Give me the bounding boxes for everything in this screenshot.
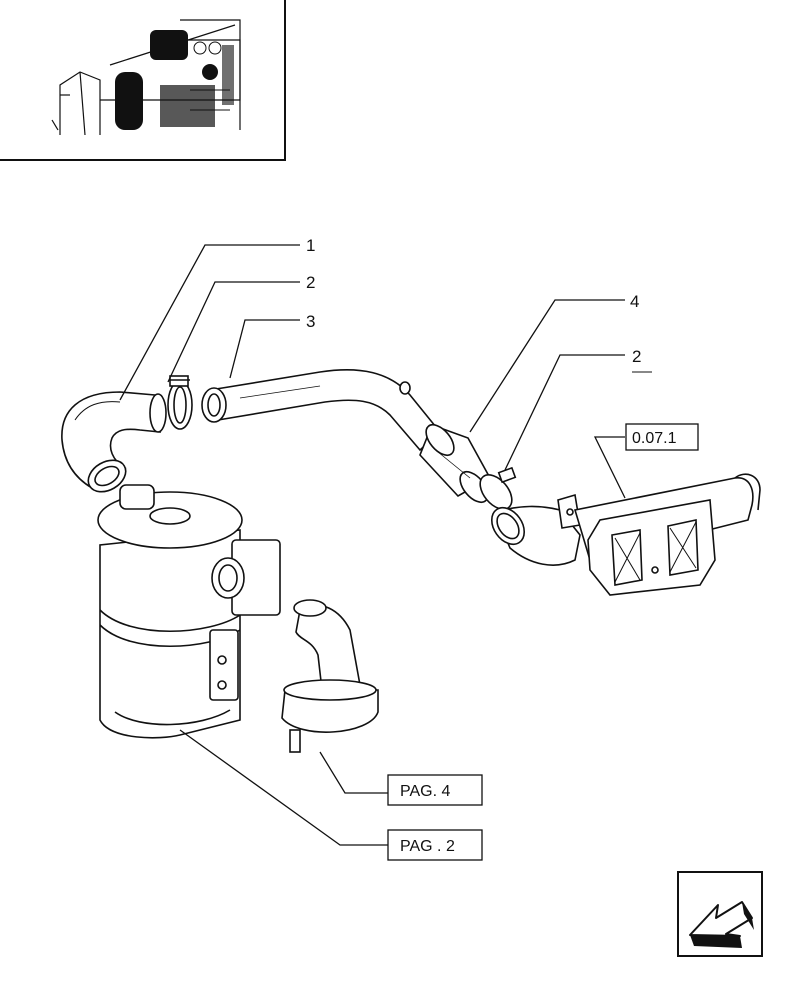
callout-1: 1 [306, 236, 315, 255]
page-4-ref-box[interactable]: PAG. 4 [387, 774, 483, 806]
air-filter-canister [97, 484, 281, 739]
intake-elbow-hose [61, 391, 167, 493]
manifold-elbow-pipe [490, 493, 581, 566]
intake-tube [201, 369, 442, 452]
connector-hose [419, 423, 492, 504]
hose-clamp-right [479, 466, 517, 510]
page-4-ref-label: PAG. 4 [400, 783, 450, 800]
pre-cleaner [281, 599, 379, 753]
back-arrow-icon [689, 901, 754, 948]
back-button[interactable] [677, 871, 763, 957]
page-2-ref-box[interactable]: PAG . 2 [387, 829, 483, 861]
callout-2-left: 2 [306, 273, 315, 292]
callout-4: 4 [630, 292, 639, 311]
manifold-ref-label: 0.07.1 [632, 430, 677, 447]
engine-thumbnail [0, 0, 286, 161]
leader-lines [119, 244, 652, 846]
manifold-ref-box[interactable]: 0.07.1 [625, 423, 699, 451]
intake-manifold [573, 473, 761, 596]
callout-3: 3 [306, 312, 315, 331]
callout-2-right: 2 [632, 347, 641, 366]
page-2-ref-label: PAG . 2 [400, 838, 455, 855]
hose-clamp-left [167, 375, 193, 430]
